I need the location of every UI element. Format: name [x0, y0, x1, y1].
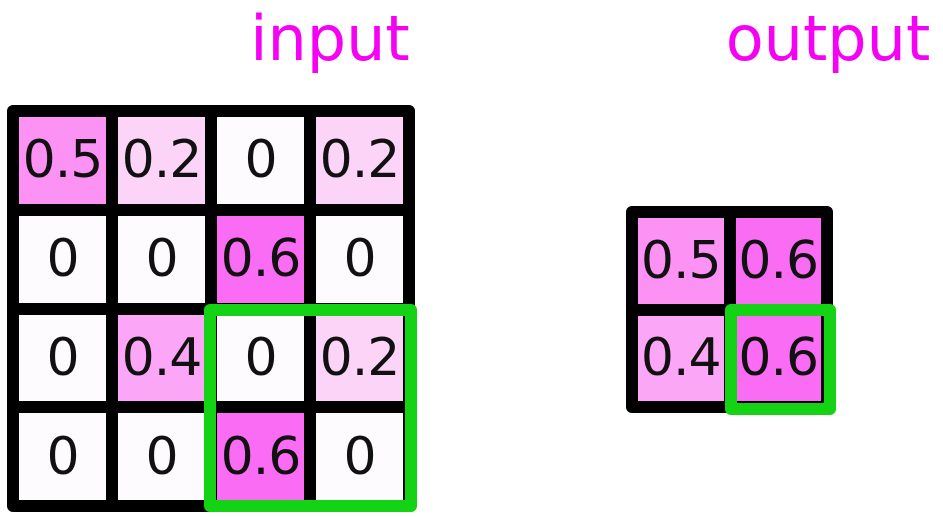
input-cell-r3c4: 0.2 [316, 314, 403, 402]
output-title: output [725, 2, 931, 75]
output-cell-r2c2: 0.6 [735, 315, 821, 401]
input-cell-r4c4: 0 [316, 413, 403, 500]
input-cell-r4c1: 0 [19, 413, 106, 500]
input-cell-r3c1: 0 [19, 314, 106, 402]
input-cell-r2c3: 0.6 [217, 215, 304, 303]
output-cell-r1c1: 0.5 [638, 218, 724, 304]
input-cell-r1c2: 0.2 [118, 117, 205, 204]
input-title: input [250, 2, 410, 75]
input-cell-r1c3: 0 [217, 117, 304, 204]
input-cell-r2c4: 0 [316, 215, 403, 303]
input-cell-r1c4: 0.2 [316, 117, 403, 204]
input-cell-r2c1: 0 [19, 215, 106, 303]
output-cell-r2c1: 0.4 [638, 315, 724, 401]
input-cell-r4c2: 0 [118, 413, 205, 500]
output-cell-r1c2: 0.6 [735, 218, 821, 304]
input-cell-r4c3: 0.6 [217, 413, 304, 500]
input-cell-r1c1: 0.5 [19, 117, 106, 204]
input-cell-r2c2: 0 [118, 215, 205, 303]
input-cell-r3c2: 0.4 [118, 314, 205, 402]
input-cell-r3c3: 0 [217, 314, 304, 402]
